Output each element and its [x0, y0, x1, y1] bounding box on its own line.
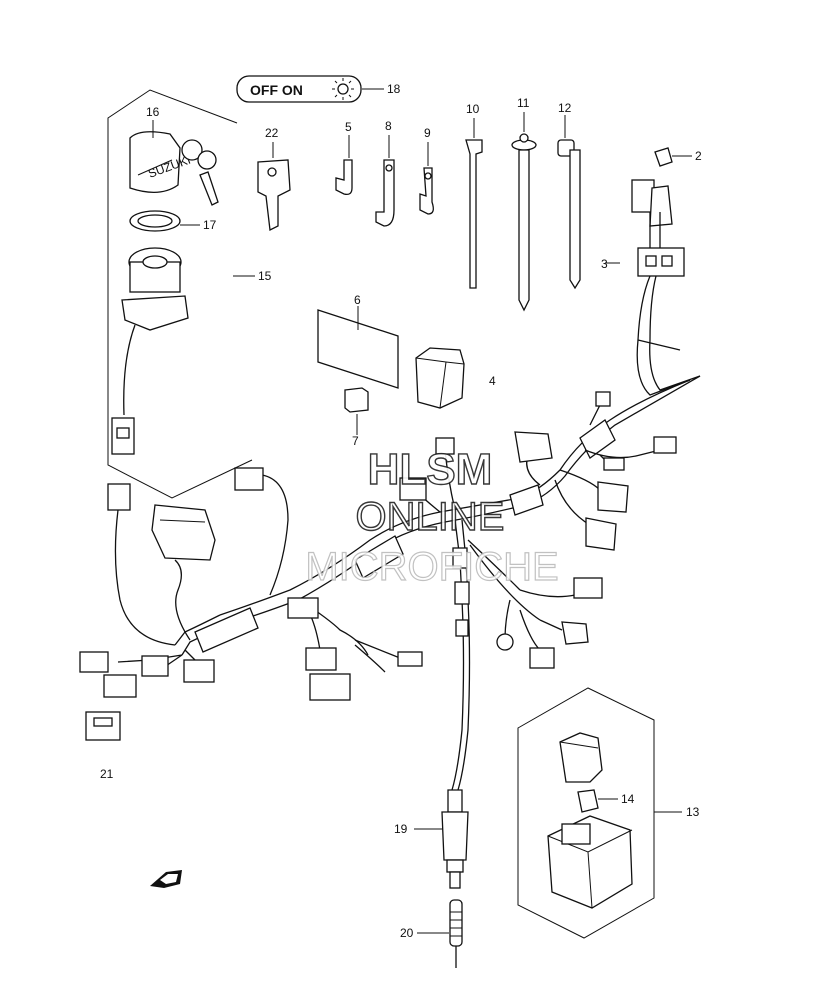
sensor-19 — [441, 789, 469, 889]
part-label-20: 20 — [400, 926, 414, 940]
part-label-13: 13 — [686, 805, 700, 819]
clamp-8 — [375, 159, 395, 227]
part-label-21: 21 — [100, 767, 114, 781]
part-label-3: 3 — [601, 257, 608, 271]
cable-tie-11 — [511, 133, 537, 312]
part-label-7: 7 — [352, 434, 359, 448]
relay-4 — [415, 347, 465, 409]
part-label-5: 5 — [345, 120, 352, 134]
part-label-8: 8 — [385, 119, 392, 133]
clip-9 — [419, 167, 434, 215]
watermark-line1: HLSM — [368, 445, 493, 494]
part-label-12: 12 — [558, 101, 572, 115]
part-label-14: 14 — [621, 792, 635, 806]
part-label-19: 19 — [394, 822, 408, 836]
light-icon — [332, 78, 354, 100]
part-label-17: 17 — [203, 218, 217, 232]
ignition-switch-group: SUZUKI — [107, 89, 253, 499]
part-label-4: 4 — [489, 374, 496, 388]
fuse-holder-3 — [631, 179, 685, 277]
cable-tie-10 — [465, 139, 483, 289]
bracket-5 — [335, 159, 353, 196]
light-switch-plate: OFF ON — [236, 75, 362, 103]
watermark-line2: ONLINE — [356, 495, 505, 539]
fuse-2 — [654, 147, 673, 167]
watermark: HLSM ONLINE MICROFICHE — [305, 444, 560, 589]
switch-plate-text: OFF ON — [250, 82, 303, 98]
part-label-15: 15 — [258, 269, 272, 283]
plug-20 — [449, 899, 463, 968]
main-harness — [79, 275, 701, 791]
part-label-11: 11 — [517, 96, 530, 110]
label-sheet-6 — [317, 309, 399, 389]
watermark-line3: MICROFICHE — [305, 545, 558, 589]
part-label-10: 10 — [466, 102, 480, 116]
part-label-18: 18 — [387, 82, 401, 96]
cable-tie-12 — [557, 139, 581, 290]
part-label-16: 16 — [146, 105, 160, 119]
part-label-2: 2 — [695, 149, 702, 163]
part-label-22: 22 — [265, 126, 279, 140]
relay-fuse-group — [517, 687, 655, 939]
forward-arrow-icon — [150, 870, 182, 888]
key-blank — [257, 159, 291, 231]
part-label-9: 9 — [424, 126, 431, 140]
part-label-6: 6 — [354, 293, 361, 307]
clip-7 — [344, 387, 369, 413]
